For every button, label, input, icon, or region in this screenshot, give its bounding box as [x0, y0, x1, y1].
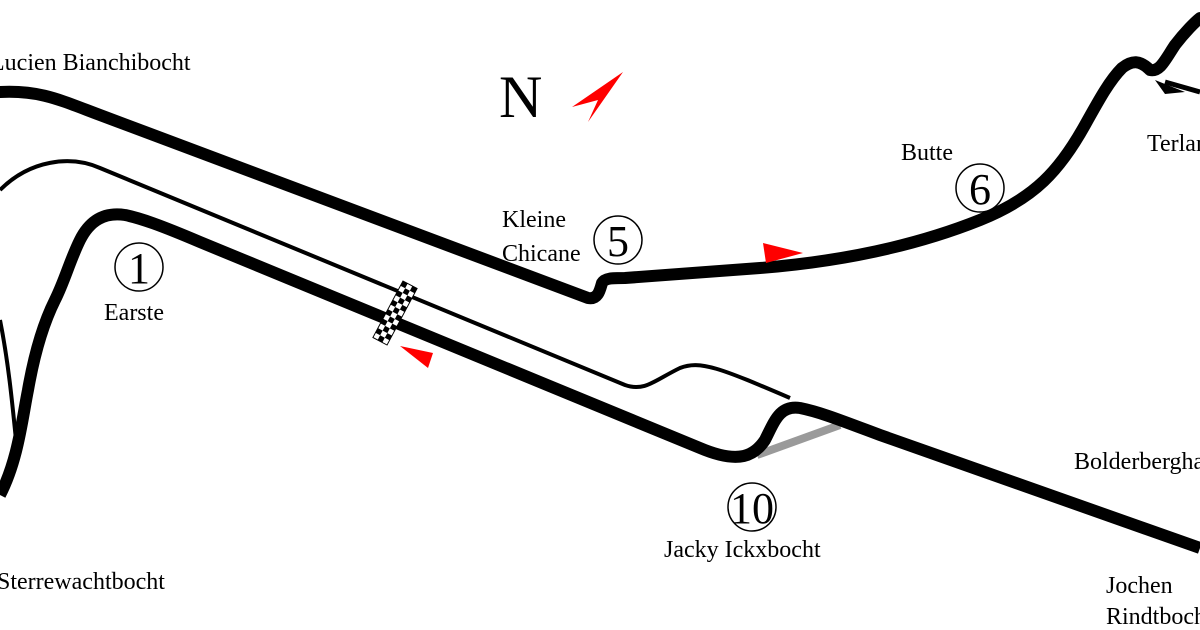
terlamen-segment [1164, 79, 1200, 95]
left-loop-thin [0, 319, 18, 441]
corner-10-marker: 10 [727, 482, 777, 533]
label-jochen-rindtbocht-line2: Rindtbocht [1106, 604, 1200, 630]
label-terlamen: Terlamen [1147, 131, 1200, 157]
corner-5-number: 5 [607, 217, 629, 266]
corner-6-name: Butte [901, 140, 953, 166]
direction-arrow-icon [1155, 80, 1185, 94]
direction-arrow-icon [400, 346, 433, 368]
corner-1-marker: 1 [114, 242, 164, 293]
checkered-flag-icon [372, 280, 418, 346]
north-label: N [499, 64, 542, 130]
main-straight-top [0, 12, 1200, 305]
label-lucien-bianchibocht: Lucien Bianchibocht [0, 50, 191, 76]
corner-5-name-line2: Chicane [502, 241, 581, 267]
corner-1-name: Earste [104, 300, 164, 326]
inner-track-section [0, 159, 791, 400]
corner-1-number: 1 [128, 244, 150, 293]
corner-5-name-line1: Kleine [502, 207, 566, 233]
inactive-connector [755, 421, 842, 459]
label-jochen-rindtbocht-line1: Jochen [1106, 573, 1173, 599]
label-bolderberghaarspeld: Bolderberghaarspeld [1074, 449, 1200, 475]
corner-10-number: 10 [730, 484, 774, 533]
corner-10-name: Jacky Ickxbocht [664, 537, 821, 563]
direction-arrow-icon [763, 243, 803, 263]
corner-5-marker: 5 [593, 215, 643, 266]
north-arrow-icon [572, 72, 623, 122]
label-sterrewachtbocht: Sterrewachtbocht [0, 569, 165, 595]
corner-6-number: 6 [969, 165, 991, 214]
corner-6-marker: 6 [955, 163, 1005, 214]
main-straight-bottom [0, 208, 1200, 554]
